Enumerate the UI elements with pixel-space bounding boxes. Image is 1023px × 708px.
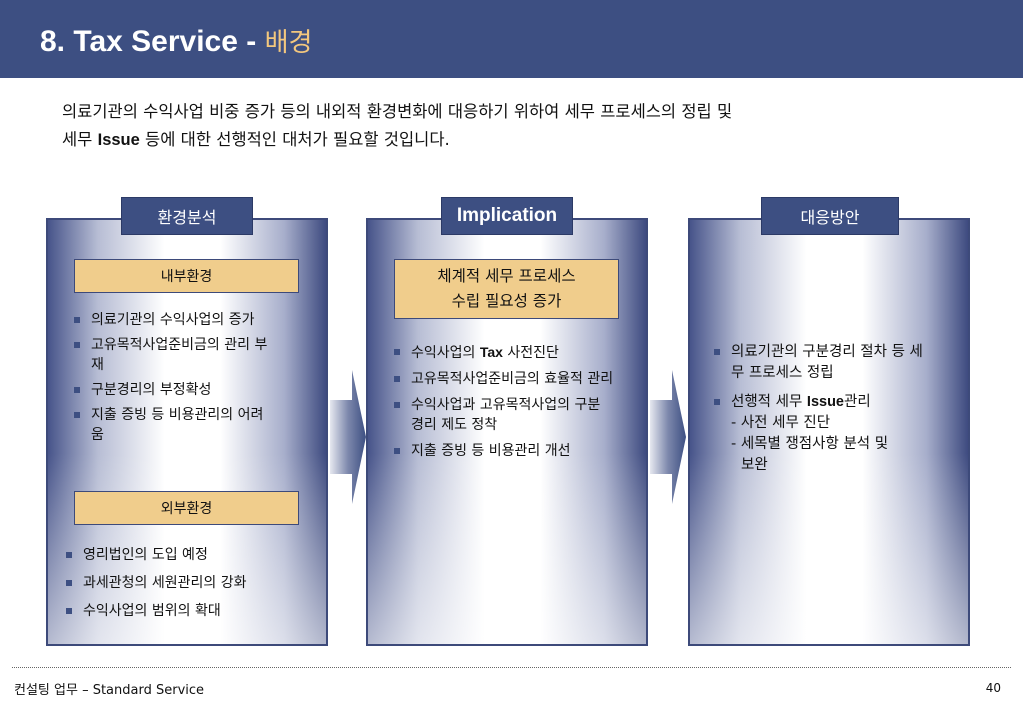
label-tax-process-need: 체계적 세무 프로세스 수립 필요성 증가 bbox=[394, 259, 619, 319]
sub-item: - 사전 세무 진단 bbox=[731, 415, 831, 431]
label-line-1: 체계적 세무 프로세스 bbox=[437, 267, 576, 285]
page-title: 8. Tax Service - 배경 bbox=[40, 22, 312, 59]
list-item: 지출 증빙 등 비용관리의 어려움 bbox=[74, 405, 294, 445]
bullet-square-icon bbox=[66, 608, 72, 614]
list-item: 고유목적사업준비금의 효율적 관리 bbox=[394, 369, 624, 389]
list-response-plan: 의료기관의 구분경리 절차 등 세무 프로세스 정립 선행적 세무 Issue관… bbox=[714, 342, 944, 481]
list-item: 선행적 세무 Issue관리 - 사전 세무 진단 - 세목별 쟁점사항 분석 … bbox=[714, 392, 944, 476]
list-item: 수익사업의 범위의 확대 bbox=[66, 601, 316, 621]
list-item: 고유목적사업준비금의 관리 부재 bbox=[74, 335, 294, 375]
bullet-square-icon bbox=[74, 317, 80, 323]
intro-line-2-part2: 등에 대한 선행적인 대처가 필요할 것입니다. bbox=[139, 130, 450, 149]
header-bar: 8. Tax Service - 배경 bbox=[0, 0, 1023, 78]
label-internal-environment: 내부환경 bbox=[74, 259, 299, 293]
list-internal-environment: 의료기관의 수익사업의 증가 고유목적사업준비금의 관리 부재 구분경리의 부정… bbox=[74, 310, 294, 450]
bullet-square-icon bbox=[714, 349, 720, 355]
intro-line-2-part1: 세무 bbox=[62, 130, 98, 149]
bullet-square-icon bbox=[394, 349, 400, 355]
sub-item: 보완 bbox=[741, 457, 768, 473]
bullet-square-icon bbox=[66, 580, 72, 586]
bullet-square-icon bbox=[714, 399, 720, 405]
list-item: 구분경리의 부정확성 bbox=[74, 380, 294, 400]
bullet-square-icon bbox=[394, 448, 400, 454]
tab-implication: Implication bbox=[441, 197, 573, 235]
bullet-square-icon bbox=[74, 342, 80, 348]
intro-line-1: 의료기관의 수익사업 비중 증가 등의 내외적 환경변화에 대응하기 위하여 세… bbox=[62, 102, 733, 121]
bullet-square-icon bbox=[74, 412, 80, 418]
bullet-square-icon bbox=[74, 387, 80, 393]
sub-item: - 세목별 쟁점사항 분석 및 bbox=[731, 436, 889, 452]
tab-environment-analysis: 환경분석 bbox=[121, 197, 253, 235]
list-item: 수익사업의 Tax 사전진단 bbox=[394, 342, 624, 363]
footer-divider bbox=[12, 667, 1011, 668]
tab-response-plan: 대응방안 bbox=[761, 197, 899, 235]
list-item: 지출 증빙 등 비용관리 개선 bbox=[394, 441, 624, 461]
intro-line-2: 세무 Issue 등에 대한 선행적인 대처가 필요할 것입니다. bbox=[62, 126, 982, 154]
list-implication: 수익사업의 Tax 사전진단 고유목적사업준비금의 효율적 관리 수익사업과 고… bbox=[394, 342, 624, 466]
list-item: 의료기관의 구분경리 절차 등 세무 프로세스 정립 bbox=[714, 342, 944, 384]
arrow-right-icon bbox=[330, 370, 366, 504]
intro-line-2-bold: Issue bbox=[97, 131, 140, 149]
page-number: 40 bbox=[985, 681, 1001, 695]
bullet-square-icon bbox=[394, 402, 400, 408]
list-external-environment: 영리법인의 도입 예정 과세관청의 세원관리의 강화 수익사업의 범위의 확대 bbox=[66, 545, 316, 626]
list-item: 과세관청의 세원관리의 강화 bbox=[66, 573, 316, 593]
label-external-environment: 외부환경 bbox=[74, 491, 299, 525]
list-item: 영리법인의 도입 예정 bbox=[66, 545, 316, 565]
arrow-right-icon bbox=[650, 370, 686, 504]
panel-response-plan bbox=[688, 218, 970, 646]
list-item: 의료기관의 수익사업의 증가 bbox=[74, 310, 294, 330]
bullet-square-icon bbox=[394, 376, 400, 382]
label-line-2: 수립 필요성 증가 bbox=[451, 292, 562, 310]
title-main: 8. Tax Service - bbox=[40, 25, 265, 58]
bullet-square-icon bbox=[66, 552, 72, 558]
intro-text: 의료기관의 수익사업 비중 증가 등의 내외적 환경변화에 대응하기 위하여 세… bbox=[62, 98, 982, 154]
list-item: 수익사업과 고유목적사업의 구분경리 제도 정착 bbox=[394, 395, 624, 435]
title-accent: 배경 bbox=[264, 28, 313, 58]
footer-label: 컨설팅 업무 – Standard Service bbox=[14, 683, 205, 698]
